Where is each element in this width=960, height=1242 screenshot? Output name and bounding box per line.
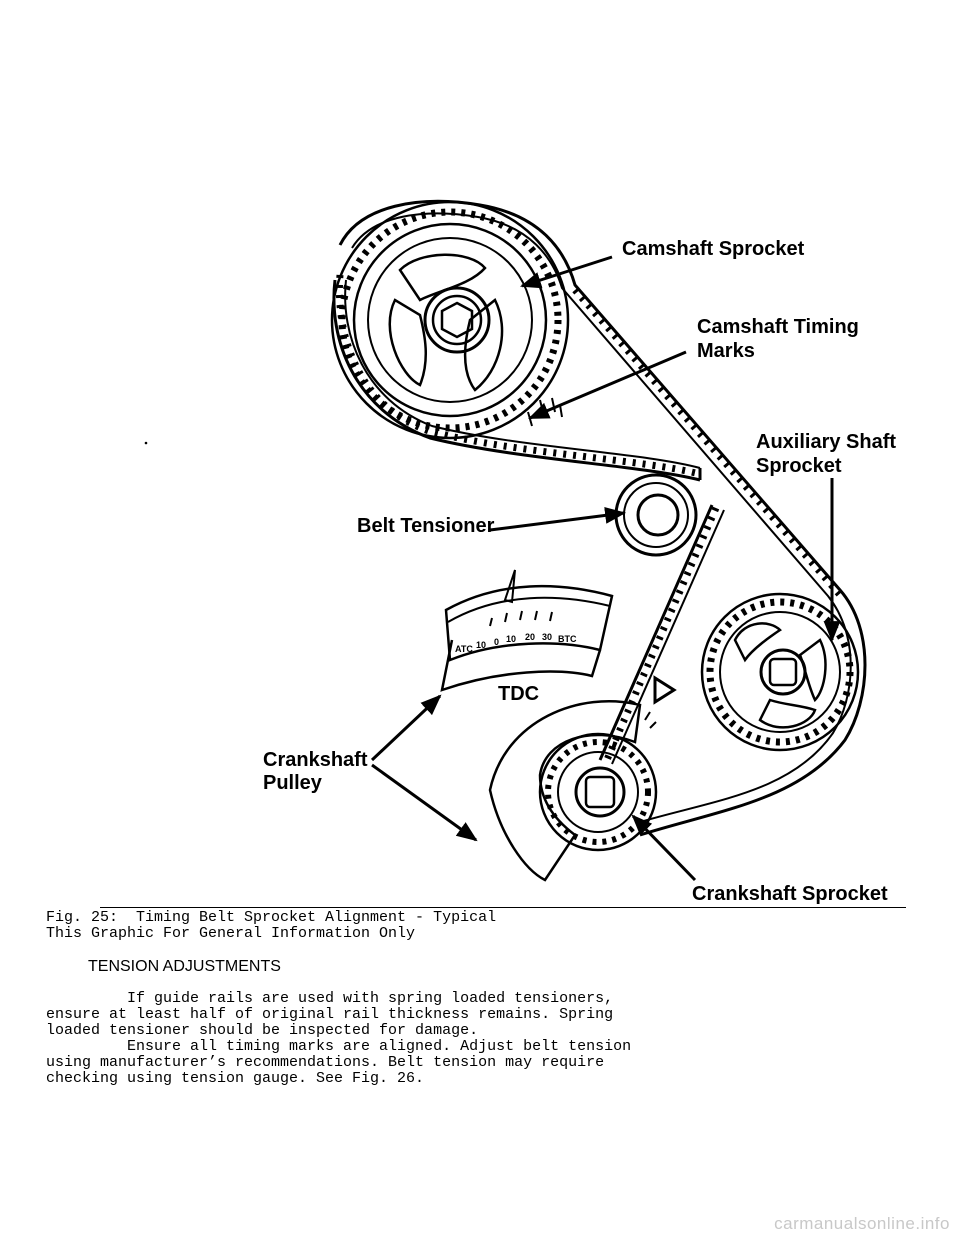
- auxiliary-shaft-sprocket: [700, 592, 860, 752]
- watermark: carmanualsonline.info: [774, 1214, 950, 1233]
- section-paragraph: If guide rails are used with spring load…: [46, 990, 632, 1087]
- scale-mark-0: 0: [494, 637, 499, 647]
- label-camshaft-timing: Camshaft Timing: [697, 316, 859, 338]
- caption-rule: [100, 907, 906, 908]
- scale-mark-atc: ATC: [455, 644, 473, 654]
- leader-lines: [370, 255, 841, 882]
- scale-mark-30: 30: [542, 632, 552, 642]
- label-tdc: TDC: [498, 683, 539, 705]
- scale-mark-20: 20: [525, 632, 535, 642]
- belt-tensioner: [614, 473, 698, 557]
- timing-belt: [332, 199, 867, 837]
- scale-mark-btc: BTC: [558, 634, 577, 644]
- label-pulley: Pulley: [263, 772, 323, 794]
- figure-caption: Fig. 25: Timing Belt Sprocket Alignment …: [46, 910, 496, 942]
- label-camshaft-timing-marks: Marks: [697, 340, 755, 362]
- caption-line-2: This Graphic For General Information Onl…: [46, 925, 416, 942]
- caption-line-1: Fig. 25: Timing Belt Sprocket Alignment …: [46, 909, 497, 926]
- crankshaft-sprocket: [538, 732, 658, 852]
- label-crankshaft-sprocket: Crankshaft Sprocket: [692, 883, 888, 905]
- scale-mark-10b: 10: [506, 634, 516, 644]
- tdc-scale-marks: ATC 10 0 10 20 30 BTC: [455, 632, 577, 654]
- tdc-scale: [440, 569, 614, 692]
- section-heading: TENSION ADJUSTMENTS: [88, 958, 281, 975]
- label-auxiliary-sprocket: Sprocket: [756, 455, 842, 477]
- label-camshaft-sprocket: Camshaft Sprocket: [622, 238, 805, 260]
- timing-belt-diagram: ATC 10 0 10 20 30 BTC Camshaft Sprocket …: [144, 199, 896, 905]
- label-auxiliary-shaft: Auxiliary Shaft: [756, 431, 896, 453]
- crankshaft-pulley: [488, 675, 677, 882]
- scale-mark-10a: 10: [476, 640, 486, 650]
- label-crankshaft: Crankshaft: [263, 749, 368, 771]
- label-belt-tensioner: Belt Tensioner: [357, 515, 495, 537]
- camshaft-sprocket: [330, 200, 570, 440]
